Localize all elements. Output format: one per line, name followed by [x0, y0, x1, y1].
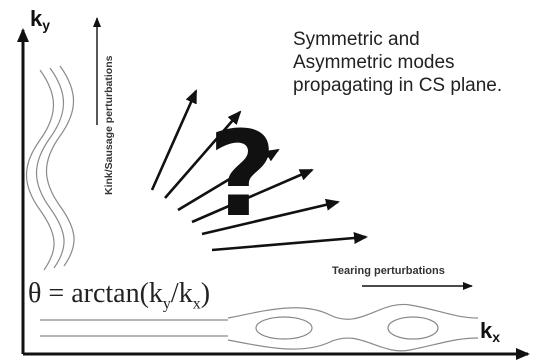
tearing-curves	[40, 303, 479, 352]
caption-line: Asymmetric modes	[293, 52, 455, 73]
propagation-arrows	[150, 89, 368, 252]
axis-label-kx: kx	[480, 318, 501, 345]
caption-line: propagating in CS plane.	[293, 75, 503, 96]
propagation-arrow	[191, 168, 314, 224]
caption: Symmetric and Asymmetric modes propagati…	[293, 28, 538, 97]
kink-sausage-curves	[25, 65, 75, 271]
tearing-label: Tearing perturbations	[332, 265, 445, 277]
propagation-arrow	[211, 232, 368, 252]
theta-formula: θ = arctan(ky/kx)	[28, 278, 211, 313]
caption-line: Symmetric and	[293, 29, 420, 50]
propagation-arrow	[201, 198, 340, 236]
propagation-arrow	[150, 89, 198, 191]
propagation-arrow	[164, 110, 242, 199]
propagation-arrow	[177, 148, 280, 212]
axis-label-ky: ky	[30, 6, 51, 33]
kink-sausage-label: Kink/Sausage perturbations	[103, 55, 115, 195]
question-mark: ?	[208, 105, 277, 243]
